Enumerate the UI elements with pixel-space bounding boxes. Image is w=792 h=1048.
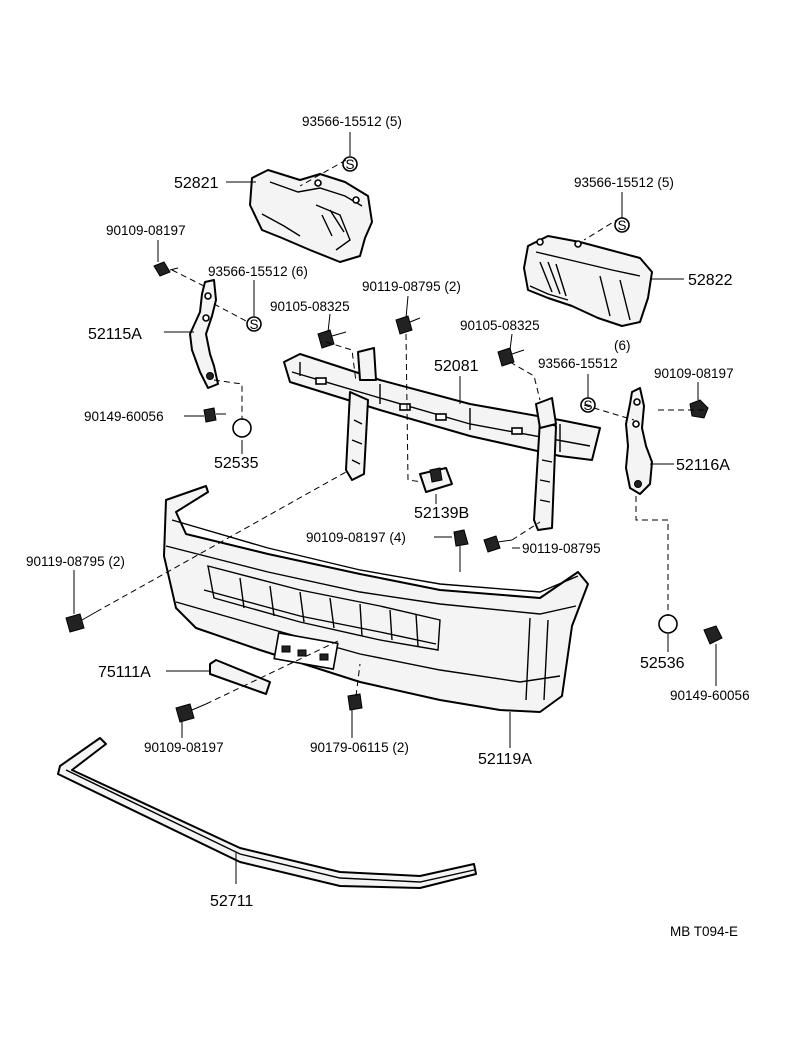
s-mark-icon: S <box>617 218 626 233</box>
label-90179: 90179-06115 (2) <box>310 740 409 755</box>
label-93566-top: 93566-15512 (5) <box>302 114 402 129</box>
s-mark-icon: S <box>583 398 592 413</box>
reference-code: MB T094-E <box>670 924 738 939</box>
label-75111A: 75111A <box>98 664 151 681</box>
air-duct-left-52821 <box>249 169 373 263</box>
bumper-reinforcement-52081 <box>283 347 601 531</box>
label-90109-4: 90109-08197 (4) <box>306 530 406 545</box>
assembly-lines <box>95 159 704 705</box>
label-90109-c: 90109-08197 <box>144 740 224 755</box>
label-6: (6) <box>614 338 631 353</box>
s-marks: S S S S <box>249 157 626 413</box>
label-93566-mid: 93566-15512 <box>538 356 618 371</box>
label-52711: 52711 <box>210 893 253 910</box>
label-52119A: 52119A <box>478 751 532 768</box>
label-93566-6: 93566-15512 (6) <box>208 264 308 279</box>
part-labels: 93566-15512 (5) 52821 93566-15512 (5) 52… <box>26 114 750 939</box>
label-93566-right: 93566-15512 (5) <box>574 175 674 190</box>
license-bracket-75111A <box>209 659 271 695</box>
label-52139B: 52139B <box>414 505 469 522</box>
fasteners <box>65 156 723 723</box>
label-90149-a: 90149-60056 <box>84 409 164 424</box>
label-52536: 52536 <box>640 655 685 672</box>
label-90105-a: 90105-08325 <box>270 299 350 314</box>
bumper-cover-52119A <box>163 485 589 713</box>
air-duct-right-52822 <box>523 235 653 327</box>
label-90105-b: 90105-08325 <box>460 318 540 333</box>
label-90119-c: 90119-08795 <box>522 541 601 556</box>
front-spoiler-52711 <box>57 737 477 889</box>
bumper-arm-right-52116A <box>625 387 653 495</box>
label-52081: 52081 <box>434 358 479 375</box>
label-90109-a: 90109-08197 <box>106 223 186 238</box>
label-52115A: 52115A <box>88 326 142 343</box>
bumper-arm-left-52115A <box>189 279 219 389</box>
s-mark-icon: S <box>249 317 258 332</box>
label-90119-2b: 90119-08795 (2) <box>26 554 125 569</box>
label-90149-b: 90149-60056 <box>670 688 750 703</box>
label-52116A: 52116A <box>676 457 730 474</box>
label-90119-2a: 90119-08795 (2) <box>362 279 461 294</box>
label-52535: 52535 <box>214 455 259 472</box>
label-52822: 52822 <box>688 272 733 289</box>
label-52821: 52821 <box>174 175 219 192</box>
s-mark-icon: S <box>345 157 354 172</box>
label-90109-b: 90109-08197 <box>654 366 734 381</box>
leader-lines <box>73 132 717 884</box>
